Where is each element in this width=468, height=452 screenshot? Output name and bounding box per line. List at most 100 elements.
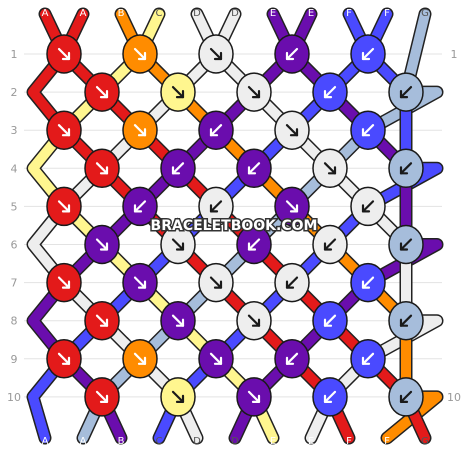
- forward-knot-arrow-icon: [323, 162, 337, 175]
- arrow-head-icon: [399, 394, 409, 403]
- string-letter-bottom: E: [308, 436, 314, 447]
- row-number-left: 5: [11, 200, 18, 213]
- string-letter-bottom: F: [346, 436, 352, 447]
- row-number-left: 4: [11, 162, 18, 175]
- arrow-head-icon: [133, 204, 143, 213]
- arrow-head-icon: [137, 128, 147, 137]
- backward-knot-arrow-icon: [399, 314, 413, 327]
- arrow-head-icon: [361, 356, 371, 365]
- arrow-head-icon: [289, 128, 299, 137]
- backward-knot-arrow-icon: [285, 47, 299, 61]
- forward-knot-arrow-icon: [57, 276, 71, 289]
- arrow-head-icon: [61, 280, 71, 289]
- row-number-left: 6: [11, 239, 18, 252]
- knot: [84, 300, 120, 341]
- backward-knot-arrow-icon: [361, 200, 375, 213]
- string-letter-bottom: E: [270, 436, 276, 447]
- knot: [46, 262, 82, 303]
- arrow-head-icon: [99, 242, 109, 251]
- knot: [160, 377, 196, 417]
- arrow-head-icon: [251, 90, 261, 99]
- knot: [236, 72, 272, 112]
- arrow-head-icon: [327, 166, 337, 175]
- backward-knot-arrow-icon: [133, 200, 147, 213]
- knot: [350, 339, 386, 379]
- forward-knot-arrow-icon: [209, 352, 223, 365]
- arrow-head-icon: [399, 318, 409, 327]
- backward-knot-arrow-icon: [361, 352, 375, 365]
- backward-knot-arrow-icon: [285, 352, 299, 365]
- row-number-left: 3: [11, 124, 18, 137]
- row-number-left: 8: [11, 315, 18, 328]
- knot: [84, 148, 120, 189]
- string-letter-top: F: [384, 8, 390, 19]
- arrow-head-icon: [285, 356, 295, 365]
- arrow-head-icon: [137, 51, 147, 61]
- knot: [312, 148, 348, 189]
- arrow-head-icon: [323, 242, 333, 251]
- arrow-head-icon: [361, 128, 371, 137]
- forward-knot-arrow-icon: [171, 314, 185, 327]
- arrow-head-icon: [213, 280, 223, 289]
- backward-knot-arrow-icon: [209, 200, 223, 213]
- knot: [274, 110, 310, 150]
- knot-grid: [46, 34, 424, 417]
- string-letter-bottom: A: [80, 436, 87, 447]
- knot: [236, 300, 272, 341]
- backward-knot-arrow-icon: [361, 124, 375, 137]
- row-number-right: 1: [451, 48, 458, 61]
- arrow-head-icon: [323, 318, 333, 327]
- string-letter-bottom: G: [421, 436, 429, 447]
- arrow-head-icon: [175, 242, 185, 251]
- arrow-head-icon: [61, 356, 71, 365]
- arrow-head-icon: [323, 394, 333, 403]
- string-letter-top: C: [156, 8, 163, 19]
- knot: [274, 262, 310, 303]
- arrow-head-icon: [399, 166, 409, 175]
- arrow-head-icon: [61, 128, 71, 137]
- forward-knot-arrow-icon: [57, 200, 71, 213]
- backward-knot-arrow-icon: [399, 238, 413, 251]
- string-letter-bottom: D: [231, 436, 239, 447]
- row-number-right: 10: [447, 391, 461, 404]
- arrow-head-icon: [137, 280, 147, 289]
- knot: [198, 262, 234, 303]
- arrow-head-icon: [99, 394, 109, 403]
- forward-knot-arrow-icon: [57, 47, 71, 61]
- knot: [388, 300, 424, 341]
- string-letter-top: E: [308, 8, 314, 19]
- string-letter-bottom: B: [118, 436, 125, 447]
- row-number-left: 9: [11, 353, 18, 366]
- knot: [350, 110, 386, 150]
- knot: [198, 339, 234, 379]
- forward-knot-arrow-icon: [247, 85, 261, 99]
- arrow-head-icon: [175, 394, 185, 403]
- forward-knot-arrow-icon: [95, 85, 109, 99]
- knot: [160, 72, 196, 112]
- arrow-head-icon: [137, 356, 147, 365]
- arrow-head-icon: [99, 166, 109, 175]
- knot: [388, 224, 424, 265]
- arrow-head-icon: [285, 280, 295, 289]
- backward-knot-arrow-icon: [361, 47, 375, 61]
- arrow-head-icon: [289, 204, 299, 213]
- arrow-head-icon: [247, 166, 257, 175]
- forward-knot-arrow-icon: [171, 390, 185, 403]
- arrow-head-icon: [361, 51, 371, 61]
- arrow-head-icon: [99, 90, 109, 99]
- backward-knot-arrow-icon: [399, 85, 413, 99]
- knot: [122, 186, 158, 227]
- knot: [160, 300, 196, 341]
- forward-knot-arrow-icon: [57, 352, 71, 365]
- string-letter-top: E: [270, 8, 276, 19]
- backward-knot-arrow-icon: [323, 85, 337, 99]
- backward-knot-arrow-icon: [323, 314, 337, 327]
- arrow-head-icon: [209, 128, 219, 137]
- string-letter-bottom: F: [384, 436, 390, 447]
- forward-knot-arrow-icon: [285, 200, 299, 213]
- forward-knot-arrow-icon: [171, 238, 185, 251]
- string-letter-bottom: C: [156, 436, 163, 447]
- string-letter-top: G: [421, 8, 429, 19]
- arrow-head-icon: [285, 51, 295, 61]
